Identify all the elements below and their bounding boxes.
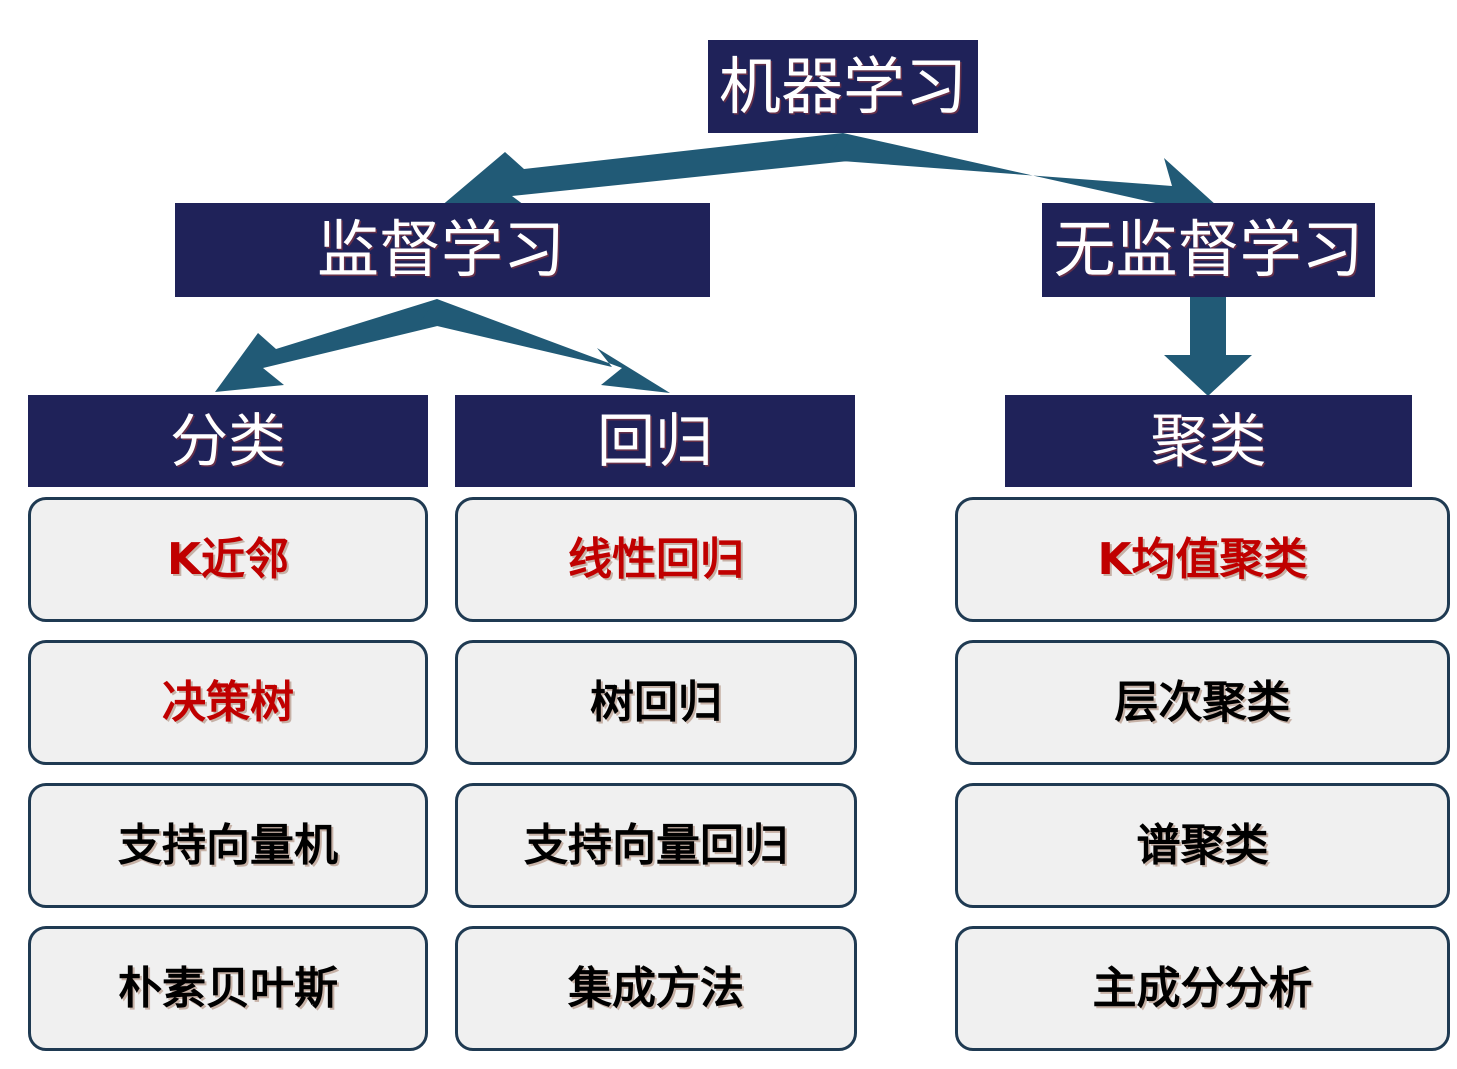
card-clustering-4[interactable]: 主成分分析	[955, 926, 1450, 1051]
node-regression[interactable]: 回归	[455, 395, 855, 487]
node-supervised-learning-label: 监督学习	[317, 213, 566, 286]
card-classification-1[interactable]: K近邻	[28, 497, 428, 622]
card-label: 集成方法	[568, 962, 744, 1014]
card-label: 层次聚类	[1114, 676, 1291, 728]
card-clustering-2[interactable]: 层次聚类	[955, 640, 1450, 765]
arrow-supervised-to-classification	[215, 299, 454, 392]
card-label: 主成分分析	[1092, 962, 1313, 1014]
card-clustering-1[interactable]: K均值聚类	[955, 497, 1450, 622]
node-machine-learning[interactable]: 机器学习	[708, 40, 978, 133]
card-regression-4[interactable]: 集成方法	[455, 926, 857, 1051]
arrow-root-to-supervised	[440, 133, 858, 214]
card-classification-4[interactable]: 朴素贝叶斯	[28, 926, 428, 1051]
node-supervised-learning[interactable]: 监督学习	[175, 203, 710, 297]
card-label: 支持向量机	[118, 819, 338, 871]
node-unsupervised-learning[interactable]: 无监督学习	[1042, 203, 1375, 297]
card-classification-2[interactable]: 决策树	[28, 640, 428, 765]
node-machine-learning-label: 机器学习	[718, 49, 967, 123]
card-label: 谱聚类	[1136, 819, 1269, 871]
card-label: 线性回归	[568, 533, 744, 585]
node-regression-label: 回归	[596, 407, 713, 475]
node-unsupervised-learning-label: 无监督学习	[1053, 213, 1364, 286]
card-label: 树回归	[590, 676, 722, 728]
card-regression-1[interactable]: 线性回归	[455, 497, 857, 622]
card-regression-2[interactable]: 树回归	[455, 640, 857, 765]
card-label: K近邻	[166, 533, 290, 585]
card-regression-3[interactable]: 支持向量回归	[455, 783, 857, 908]
card-classification-3[interactable]: 支持向量机	[28, 783, 428, 908]
card-label: 支持向量回归	[524, 819, 788, 871]
node-clustering[interactable]: 聚类	[1005, 395, 1412, 487]
arrow-unsupervised-to-clustering	[1164, 297, 1252, 396]
card-clustering-3[interactable]: 谱聚类	[955, 783, 1450, 908]
card-label: K均值聚类	[1097, 533, 1308, 585]
card-label: 朴素贝叶斯	[118, 962, 338, 1014]
node-clustering-label: 聚类	[1150, 407, 1267, 475]
node-classification-label: 分类	[169, 407, 286, 475]
card-label: 决策树	[162, 676, 294, 728]
arrow-supervised-to-regression	[420, 299, 670, 393]
node-classification[interactable]: 分类	[28, 395, 428, 487]
